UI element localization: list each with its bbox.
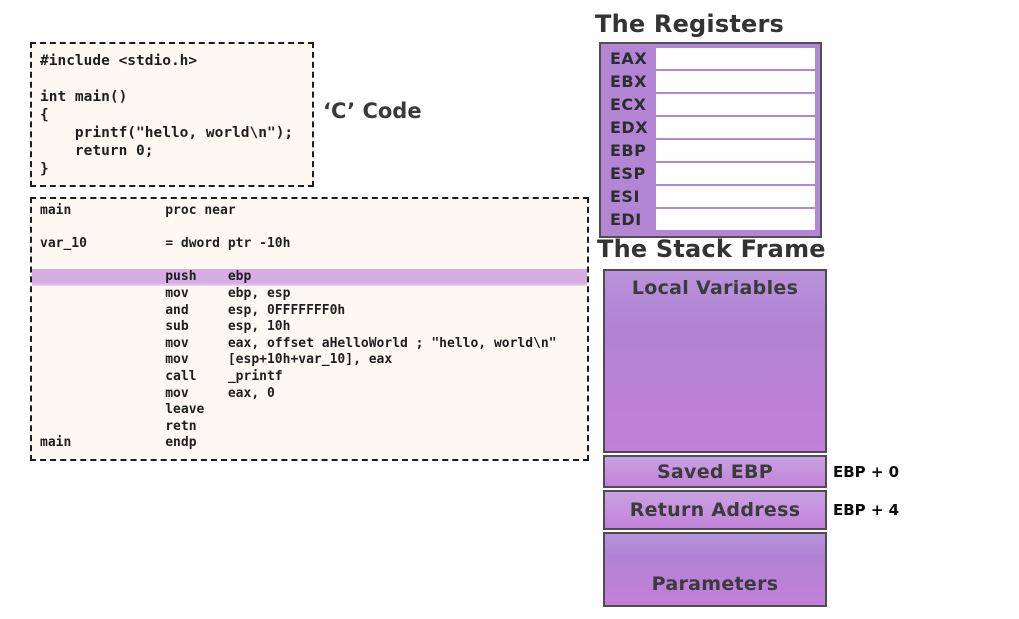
register-row: EBP — [607, 140, 815, 161]
registers-panel: EAX EBX ECX EDX EBP ESP ESI EDI — [599, 42, 822, 238]
asm-line: main endp — [40, 435, 197, 451]
register-value-box — [656, 94, 815, 115]
asm-line: var_10 = dword ptr -10h — [40, 236, 291, 252]
c-code-line: } — [40, 161, 49, 177]
asm-line — [32, 253, 587, 270]
stack-frame-title: The Stack Frame — [597, 235, 826, 263]
register-row: EAX — [607, 48, 815, 69]
asm-line: main proc near — [40, 203, 236, 218]
register-name: ESI — [610, 187, 640, 206]
register-row: ESI — [607, 186, 815, 207]
c-code-line: return 0; — [40, 143, 154, 159]
c-code-line: printf("hello, world\n"); — [40, 125, 294, 141]
register-row: ESP — [607, 163, 815, 184]
register-row: EDI — [607, 209, 815, 230]
register-name: EDI — [610, 210, 642, 229]
assembly-box: main proc near var_10 = dword ptr -10h p… — [30, 197, 589, 461]
asm-line: mov eax, 0 — [40, 385, 275, 401]
register-name: EAX — [610, 49, 648, 68]
register-row: EDX — [607, 117, 815, 138]
asm-line: mov [esp+10h+var_10], eax — [40, 352, 393, 368]
register-value-box — [656, 117, 815, 138]
asm-line: mov ebp, esp — [40, 285, 291, 301]
ebp-offset-annotation: EBP + 0 — [833, 462, 900, 481]
register-name: ECX — [610, 95, 647, 114]
stack-row: Local Variables — [603, 269, 827, 453]
stack-row-label: Saved EBP — [656, 460, 774, 483]
register-value-box — [656, 71, 815, 92]
registers-title: The Registers — [595, 10, 785, 38]
c-code-line: { — [40, 107, 49, 123]
stack-row: Saved EBP EBP + 0 — [603, 455, 899, 488]
stack-row: Parameters — [603, 532, 827, 607]
register-name: EBX — [610, 72, 647, 91]
asm-line: mov eax, offset aHelloWorld ; "hello, wo… — [40, 335, 557, 351]
register-name: ESP — [610, 164, 646, 183]
register-name: EBP — [610, 141, 647, 160]
stack-row-label: Local Variables — [631, 277, 799, 299]
register-value-box — [656, 209, 815, 230]
ebp-offset-annotation: EBP + 4 — [833, 501, 900, 519]
c-code-box: #include <stdio.h> int main() { printf("h… — [30, 42, 314, 187]
register-row: EBX — [607, 71, 815, 92]
asm-line: push ebp — [32, 269, 587, 286]
c-code-label: ‘C’ Code — [323, 99, 422, 123]
c-code-line: #include <stdio.h> — [40, 53, 198, 69]
asm-line: sub esp, 10h — [40, 319, 291, 335]
asm-line: leave — [40, 402, 205, 418]
c-code-line — [32, 70, 312, 88]
c-code-line: int main() — [40, 89, 128, 105]
stack-row-label: Return Address — [629, 499, 801, 521]
register-name: EDX — [610, 118, 649, 137]
asm-line: call _printf — [40, 368, 283, 384]
asm-line: and esp, 0FFFFFFF0h — [40, 302, 346, 318]
register-row: ECX — [607, 94, 815, 115]
asm-line: retn — [40, 418, 197, 434]
register-value-box — [656, 140, 815, 161]
asm-line — [32, 220, 587, 237]
stack-row: Return Address EBP + 4 — [603, 490, 899, 530]
register-value-box — [656, 186, 815, 207]
register-value-box — [656, 163, 815, 184]
register-value-box — [656, 48, 815, 69]
stack-row-label: Parameters — [651, 573, 779, 595]
